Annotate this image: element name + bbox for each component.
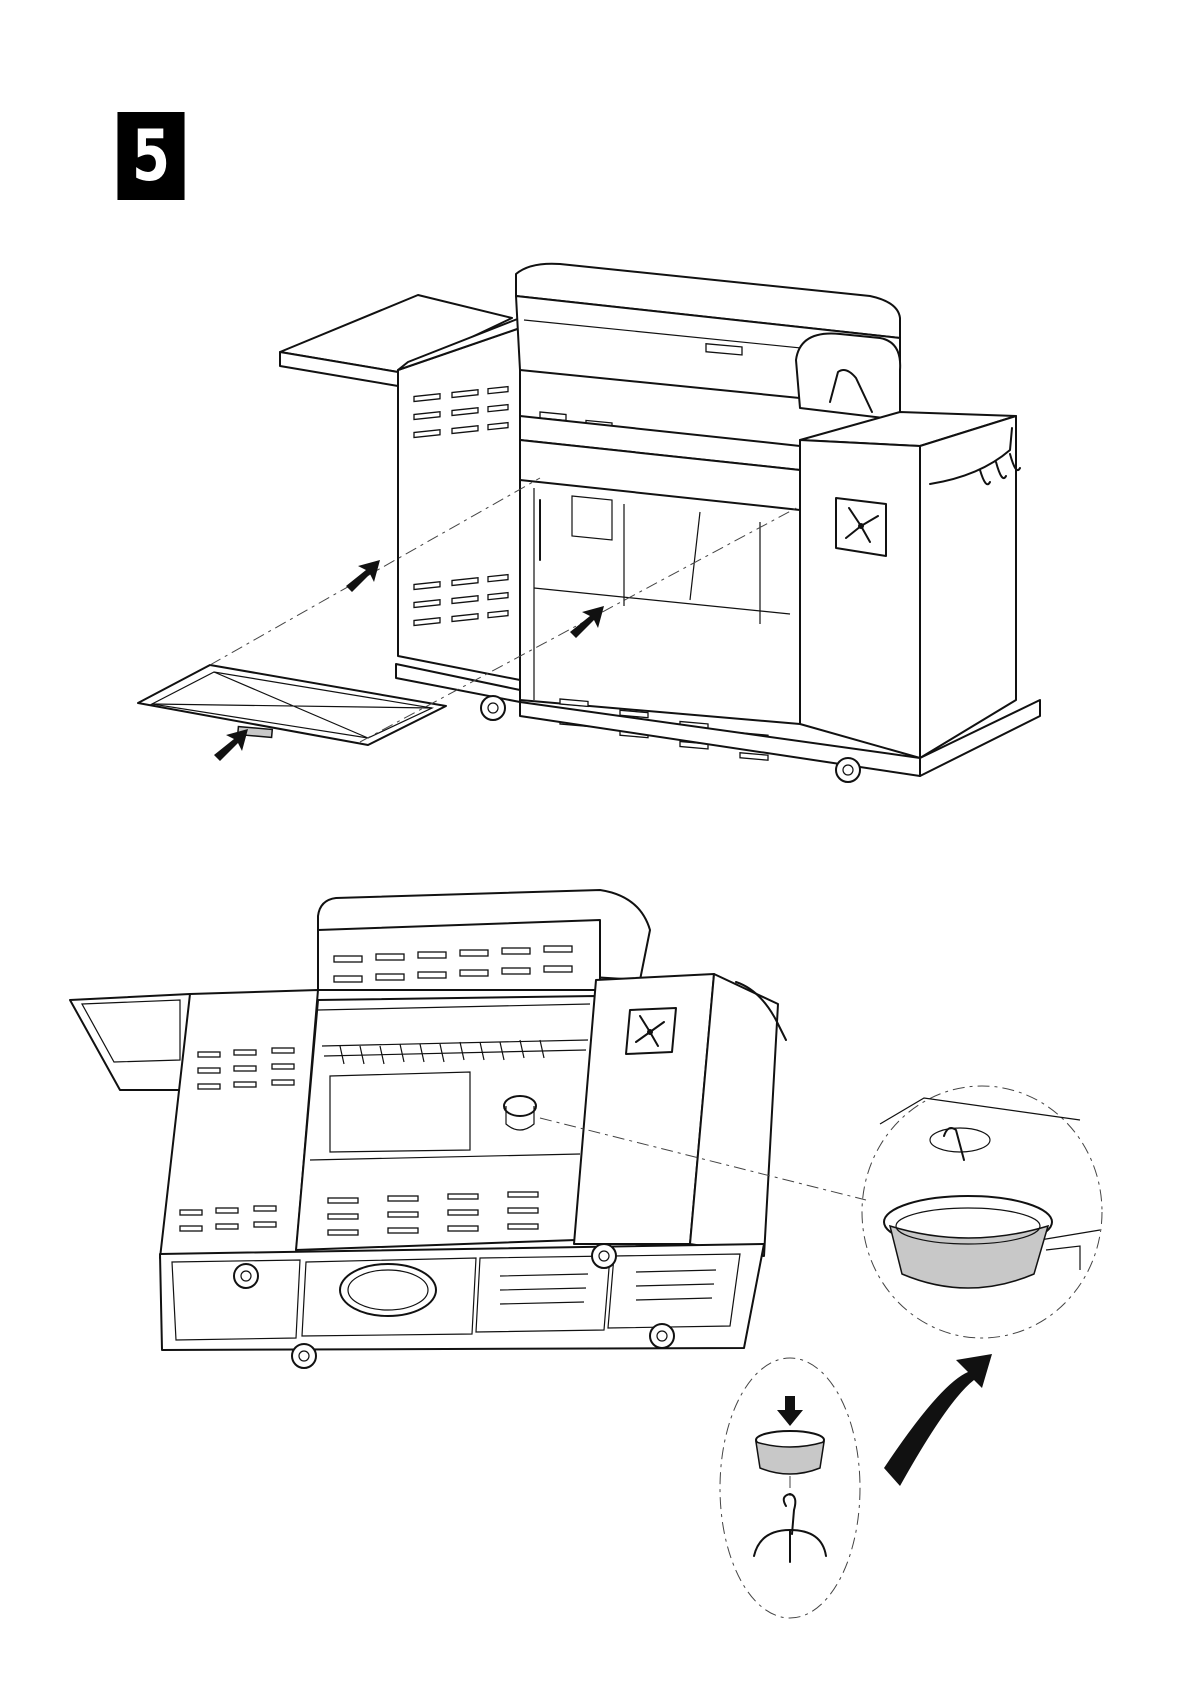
grill-underside-view: [70, 890, 866, 1368]
cup-hook-detail: [720, 1354, 992, 1618]
grill-front-view: [138, 264, 1040, 782]
grease-cup-detail: [862, 1086, 1102, 1338]
